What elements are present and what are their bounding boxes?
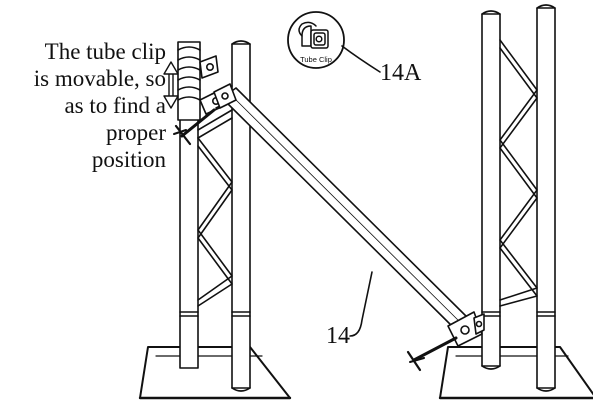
- right-tower-bracing: [499, 39, 538, 307]
- part-label-14a: 14A: [380, 60, 422, 86]
- note-line-1: The tube clip: [44, 39, 166, 64]
- note-line-3: as to find a: [64, 93, 166, 118]
- note-line-2: is movable, so: [33, 66, 166, 91]
- double-arrow-up-down-icon: [163, 61, 179, 109]
- tube-clip-caption: Tube Clip: [300, 55, 332, 64]
- tube-clip-note: The tube clip is movable, so as to find …: [0, 38, 166, 173]
- left-wing-bolt: [173, 108, 216, 146]
- left-tower-right-leg: [231, 40, 251, 392]
- right-tower-left-leg: [481, 10, 501, 370]
- right-truss-tower: [438, 4, 593, 400]
- right-base-plate: [438, 346, 593, 400]
- left-truss-tower: [138, 40, 292, 400]
- left-base-plate: [138, 346, 292, 400]
- diagonal-brace: [213, 83, 485, 347]
- note-line-4: proper: [105, 120, 166, 145]
- part-label-14: 14: [326, 323, 350, 349]
- tube-clip-callout: Tube Clip 14A: [287, 11, 422, 86]
- tube-clip-icon: [298, 21, 329, 49]
- left-tower-bracing: [197, 109, 233, 307]
- note-line-5: position: [91, 147, 166, 172]
- tube-clip-on-left-leg: [177, 41, 233, 121]
- bottom-wing-bolt: [406, 336, 458, 372]
- right-tower-right-leg: [536, 4, 556, 392]
- part-14-callout: 14: [326, 271, 373, 349]
